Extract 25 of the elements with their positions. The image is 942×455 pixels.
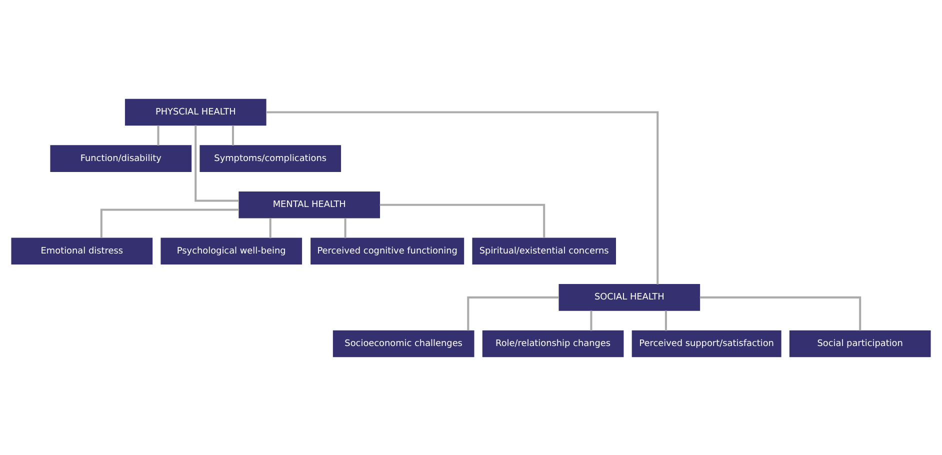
node-box: Symptoms/complications: [200, 144, 342, 172]
node-box: Spiritual/existential concerns: [472, 237, 616, 264]
connector: [344, 218, 346, 238]
connector: [157, 124, 160, 146]
connector: [194, 124, 239, 202]
connector: [467, 296, 559, 330]
node-box: Social participation: [789, 330, 931, 357]
connector: [266, 110, 659, 284]
connector: [700, 296, 862, 330]
node-box: SOCIAL HEALTH: [558, 284, 700, 310]
connector: [664, 310, 667, 330]
node-box: Perceived cognitive functioning: [310, 237, 464, 264]
connector: [100, 208, 239, 238]
node-box: Function/disability: [50, 144, 192, 172]
node-box: MENTAL HEALTH: [238, 190, 380, 218]
connector: [232, 124, 234, 146]
node-box: Emotional distress: [11, 237, 153, 264]
node-box: Role/relationship changes: [482, 330, 624, 357]
node-box: Socioeconomic challenges: [332, 330, 474, 357]
connector: [380, 203, 546, 238]
connector: [590, 310, 592, 330]
node-box: PHYSCIAL HEALTH: [124, 98, 266, 126]
node-box: Perceived support/satisfaction: [632, 330, 782, 357]
node-box: Psychological well-being: [160, 237, 302, 264]
connector: [269, 218, 272, 238]
